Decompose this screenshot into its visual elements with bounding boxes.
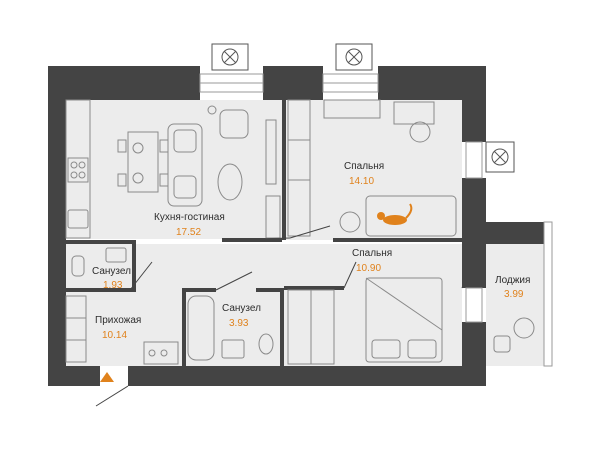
coffee-table — [217, 163, 243, 201]
label-kitchen-living: Кухня-гостиная — [154, 212, 225, 223]
desk — [323, 99, 381, 119]
loggia-furniture — [493, 317, 535, 353]
windows — [199, 73, 553, 367]
door-bathroom-main — [215, 271, 253, 291]
bedroom-south-furniture — [287, 277, 443, 365]
floor-kitchen-living — [66, 100, 282, 239]
wardrobe-hall — [65, 295, 87, 363]
label-bedroom-south: Спальня — [352, 248, 393, 259]
area-kitchen-living: 17.52 — [176, 227, 202, 238]
cat-icon — [377, 203, 413, 225]
ac-unit-icon — [211, 43, 515, 173]
label-bedroom-north: Спальня — [344, 161, 385, 172]
wall-right-lower — [462, 222, 486, 288]
door-bedroom-south — [343, 261, 357, 289]
hallway-fixtures — [65, 295, 87, 363]
doors — [95, 225, 479, 407]
label-hallway: Прихожая — [95, 315, 142, 326]
area-bedroom-north: 14.10 — [349, 176, 375, 187]
bedroom-north-furniture — [287, 99, 457, 237]
floor-loggia — [486, 244, 544, 366]
inner-wall-bath-main-topright — [256, 288, 284, 292]
door-loggia — [461, 249, 479, 289]
sofa — [167, 123, 203, 207]
inner-wall-bath-main-left — [182, 290, 186, 366]
door-kitchen — [221, 237, 291, 241]
inner-wall-bath-main-top — [182, 288, 216, 292]
rug-round — [339, 211, 361, 233]
door-bathroom-small — [129, 261, 153, 291]
floor-areas — [66, 100, 544, 366]
sink-main — [221, 339, 245, 359]
wall-right-upper — [462, 66, 486, 142]
wall-top-left — [48, 66, 200, 100]
inner-wall-kitchen-bedroom — [282, 100, 286, 240]
bathroom-small-fixtures — [71, 247, 127, 277]
bathtub — [187, 295, 215, 361]
door-bedroom-north — [289, 225, 331, 239]
wall-left — [48, 66, 66, 386]
sink-small — [105, 247, 127, 263]
loggia-wall-top — [486, 222, 544, 244]
kitchen-counter — [65, 99, 91, 239]
toilet-small — [71, 255, 85, 277]
area-bathroom-main: 3.93 — [229, 318, 249, 329]
area-hallway: 10.14 — [102, 330, 128, 341]
wall-bottom — [128, 366, 462, 386]
inner-wall-kitchen-bottom-right — [222, 238, 282, 242]
armchair — [219, 109, 249, 139]
inner-wall-bath-small-right — [132, 244, 136, 290]
sink — [67, 209, 89, 229]
inner-wall-bedrooms — [333, 238, 462, 242]
tv-unit — [265, 119, 277, 185]
wall-bottom-left — [48, 366, 100, 386]
wall-top-mid — [263, 66, 323, 100]
walls — [48, 66, 544, 386]
inner-wall-bedroom-hall-top — [284, 286, 344, 290]
toilet-main — [258, 333, 274, 355]
window-bedroom-side — [465, 141, 483, 179]
inner-wall-kitchen-bottom-left — [66, 240, 136, 244]
dining-table — [127, 131, 159, 193]
label-bathroom-small: Санузел — [92, 266, 131, 277]
window-loggia — [543, 221, 553, 367]
inner-wall-bath-main-right — [280, 290, 284, 366]
inner-wall-bath-small-bottom — [66, 288, 136, 292]
wardrobe-north — [287, 99, 311, 237]
area-bathroom-small: 1.93 — [103, 280, 123, 291]
floor-bedroom-north — [286, 100, 462, 240]
area-loggia: 3.99 — [504, 289, 524, 300]
washing-machine — [143, 341, 179, 365]
area-bedroom-south: 10.90 — [356, 263, 382, 274]
wall-right-bottom — [462, 322, 486, 386]
window-bedroom-south — [465, 287, 483, 323]
stove — [67, 157, 89, 183]
floor-bedroom-south — [286, 244, 462, 366]
chair — [409, 121, 431, 143]
door-entrance — [95, 385, 129, 407]
bed-south — [365, 277, 443, 363]
bathroom-main-fixtures — [143, 295, 274, 365]
loggia-table — [513, 317, 535, 339]
label-bathroom-main: Санузел — [222, 303, 261, 314]
entrance-arrow-icon — [100, 372, 114, 382]
loggia-chair — [493, 335, 511, 353]
bed-north — [365, 195, 457, 237]
label-loggia: Лоджия — [495, 275, 531, 286]
